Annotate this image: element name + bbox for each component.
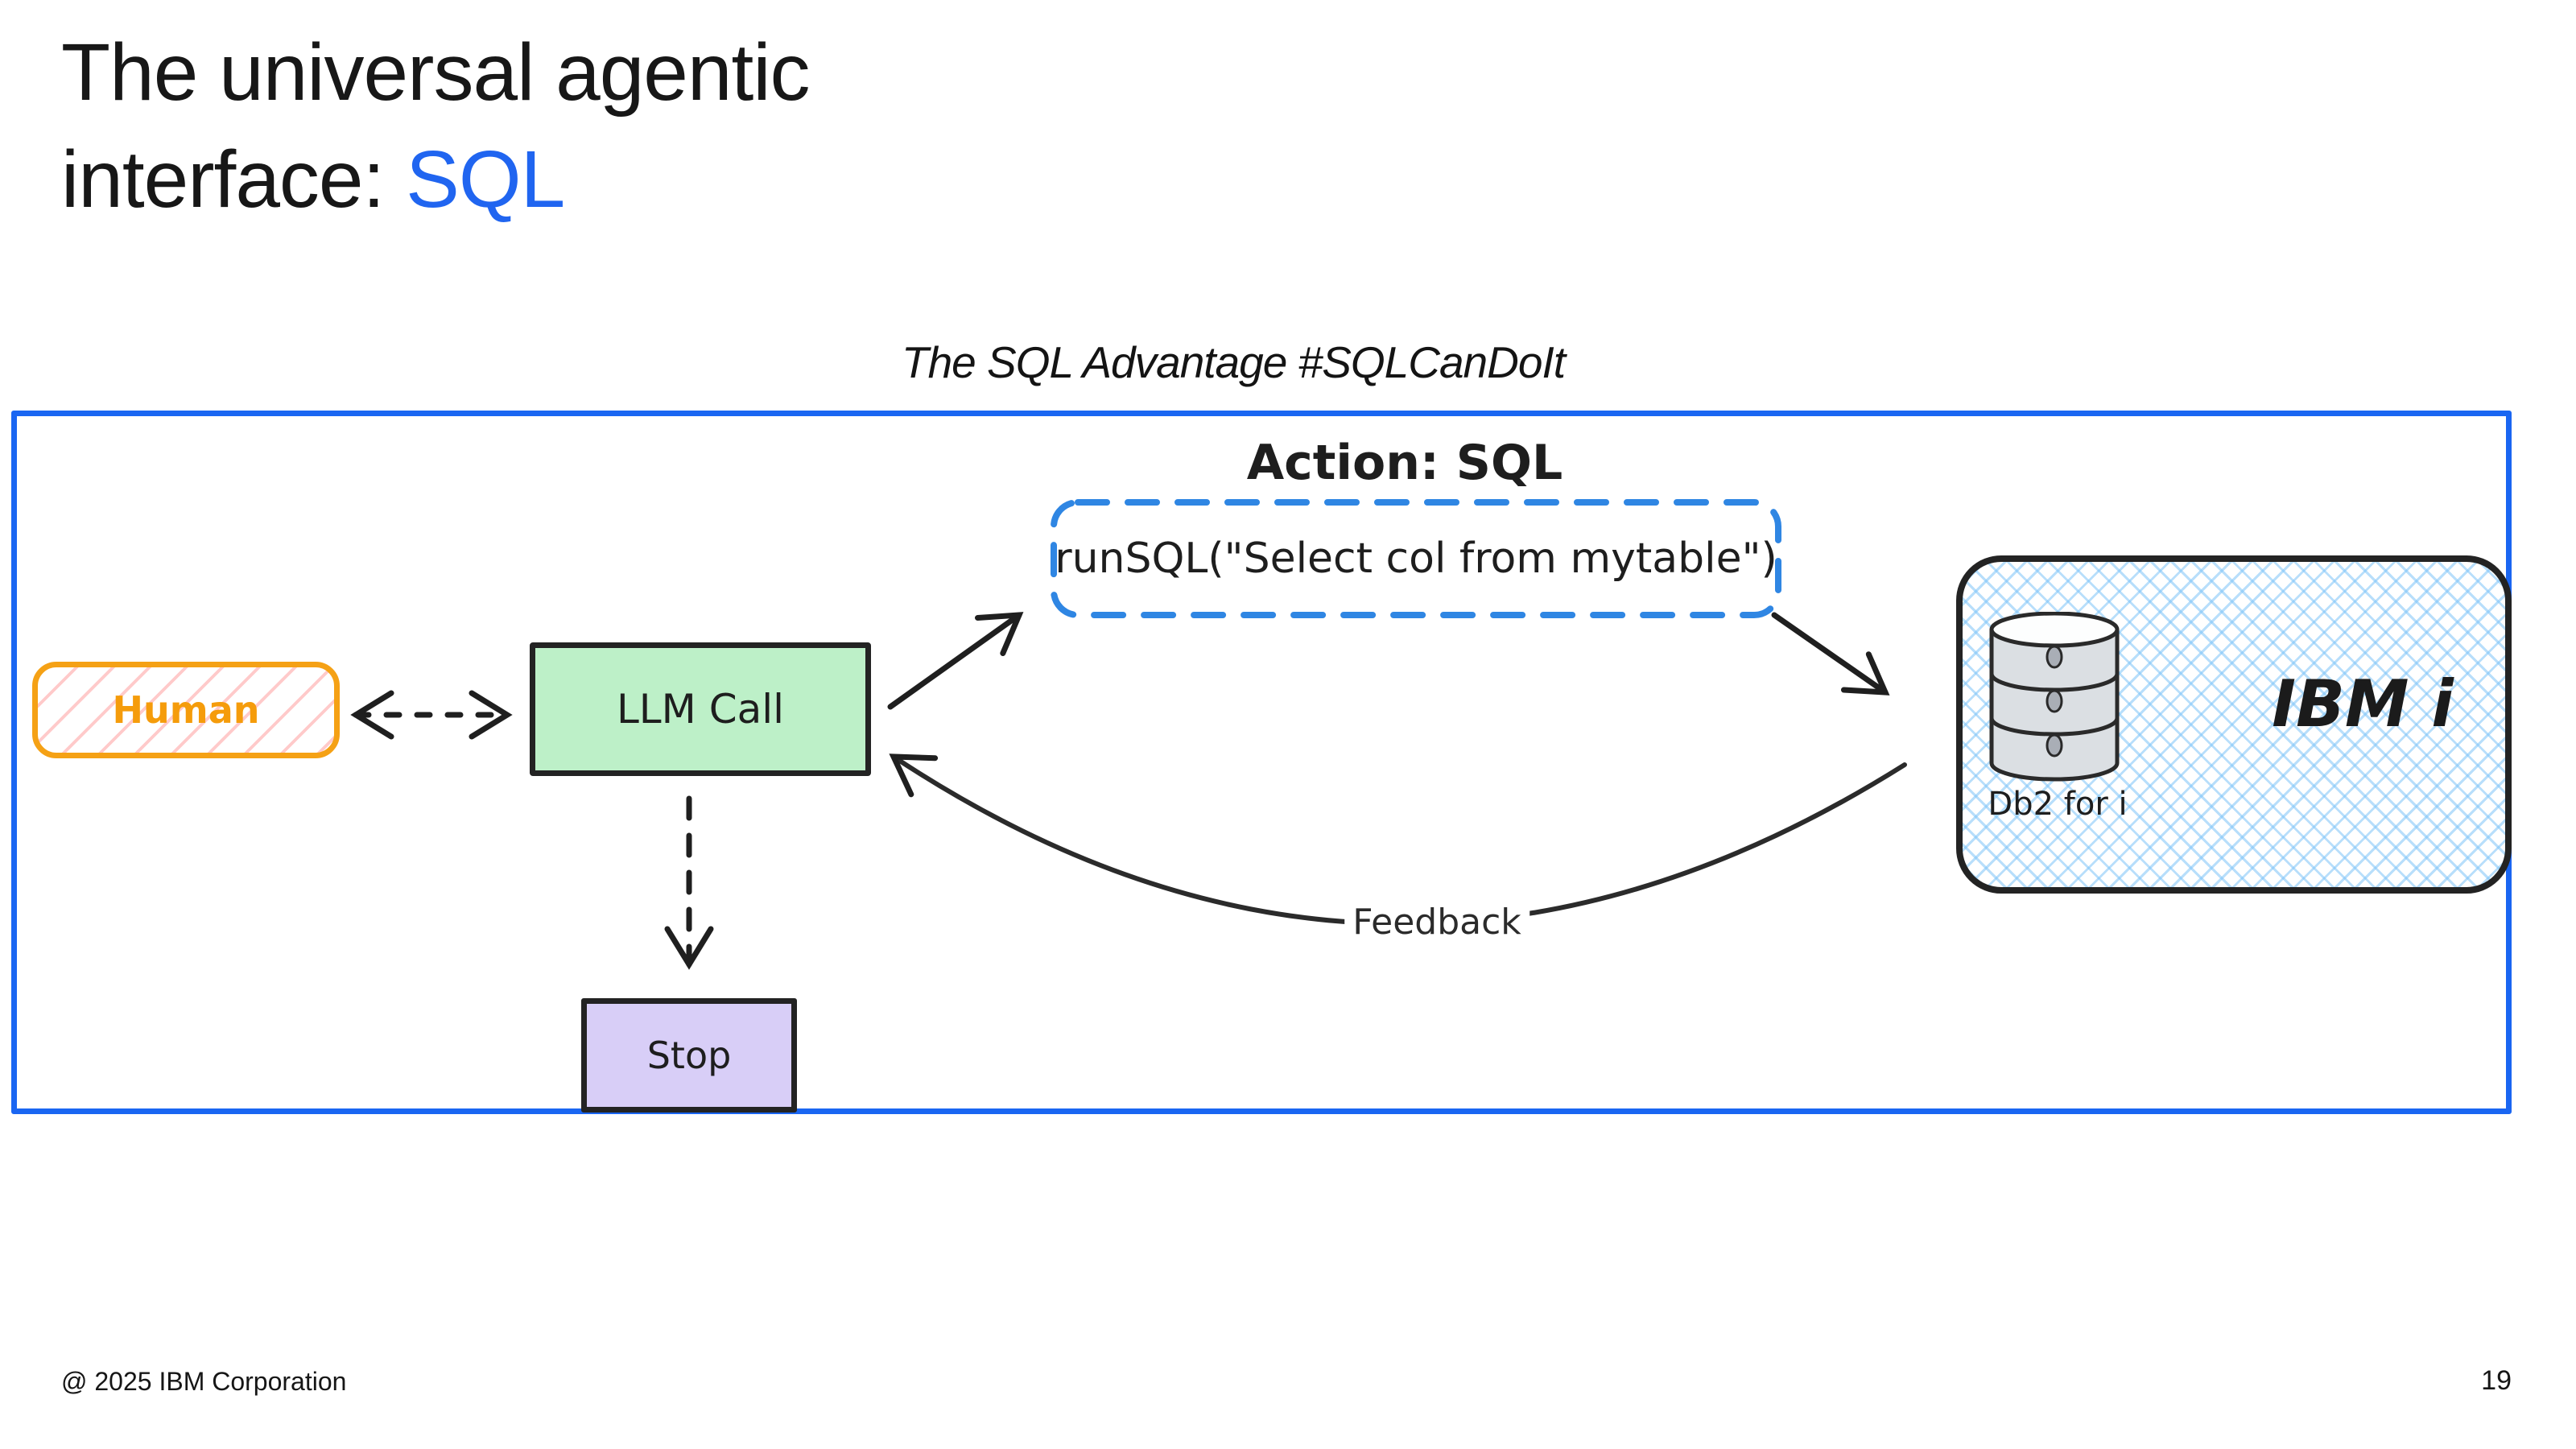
- human-label: Human: [112, 688, 260, 732]
- title-line2: interface: SQL: [61, 126, 810, 233]
- database-cylinder-icon: [1989, 612, 2120, 782]
- footer-copyright: @ 2025 IBM Corporation: [61, 1367, 347, 1396]
- human-box: Human: [32, 662, 340, 758]
- ibm-i-label: IBM i: [2272, 667, 2454, 741]
- db2-label: Db2 for i: [1988, 786, 2128, 823]
- llm-call-box: LLM Call: [530, 642, 871, 776]
- stop-box: Stop: [581, 998, 797, 1113]
- page-number: 19: [2481, 1365, 2512, 1396]
- subtitle: The SQL Advantage #SQLCanDoIt: [901, 337, 1566, 387]
- feedback-label: Feedback: [1344, 900, 1530, 944]
- action-label: Action: SQL: [1246, 435, 1563, 491]
- stop-label: Stop: [646, 1034, 732, 1077]
- run-sql-box: runSQL("Select col from mytable"): [1055, 535, 1777, 583]
- page-title: The universal agentic interface: SQL: [61, 19, 811, 233]
- title-line1: The universal agentic: [61, 27, 811, 118]
- title-accent: SQL: [406, 134, 565, 225]
- title-line2-prefix: interface:: [61, 134, 407, 225]
- llm-call-label: LLM Call: [616, 686, 785, 733]
